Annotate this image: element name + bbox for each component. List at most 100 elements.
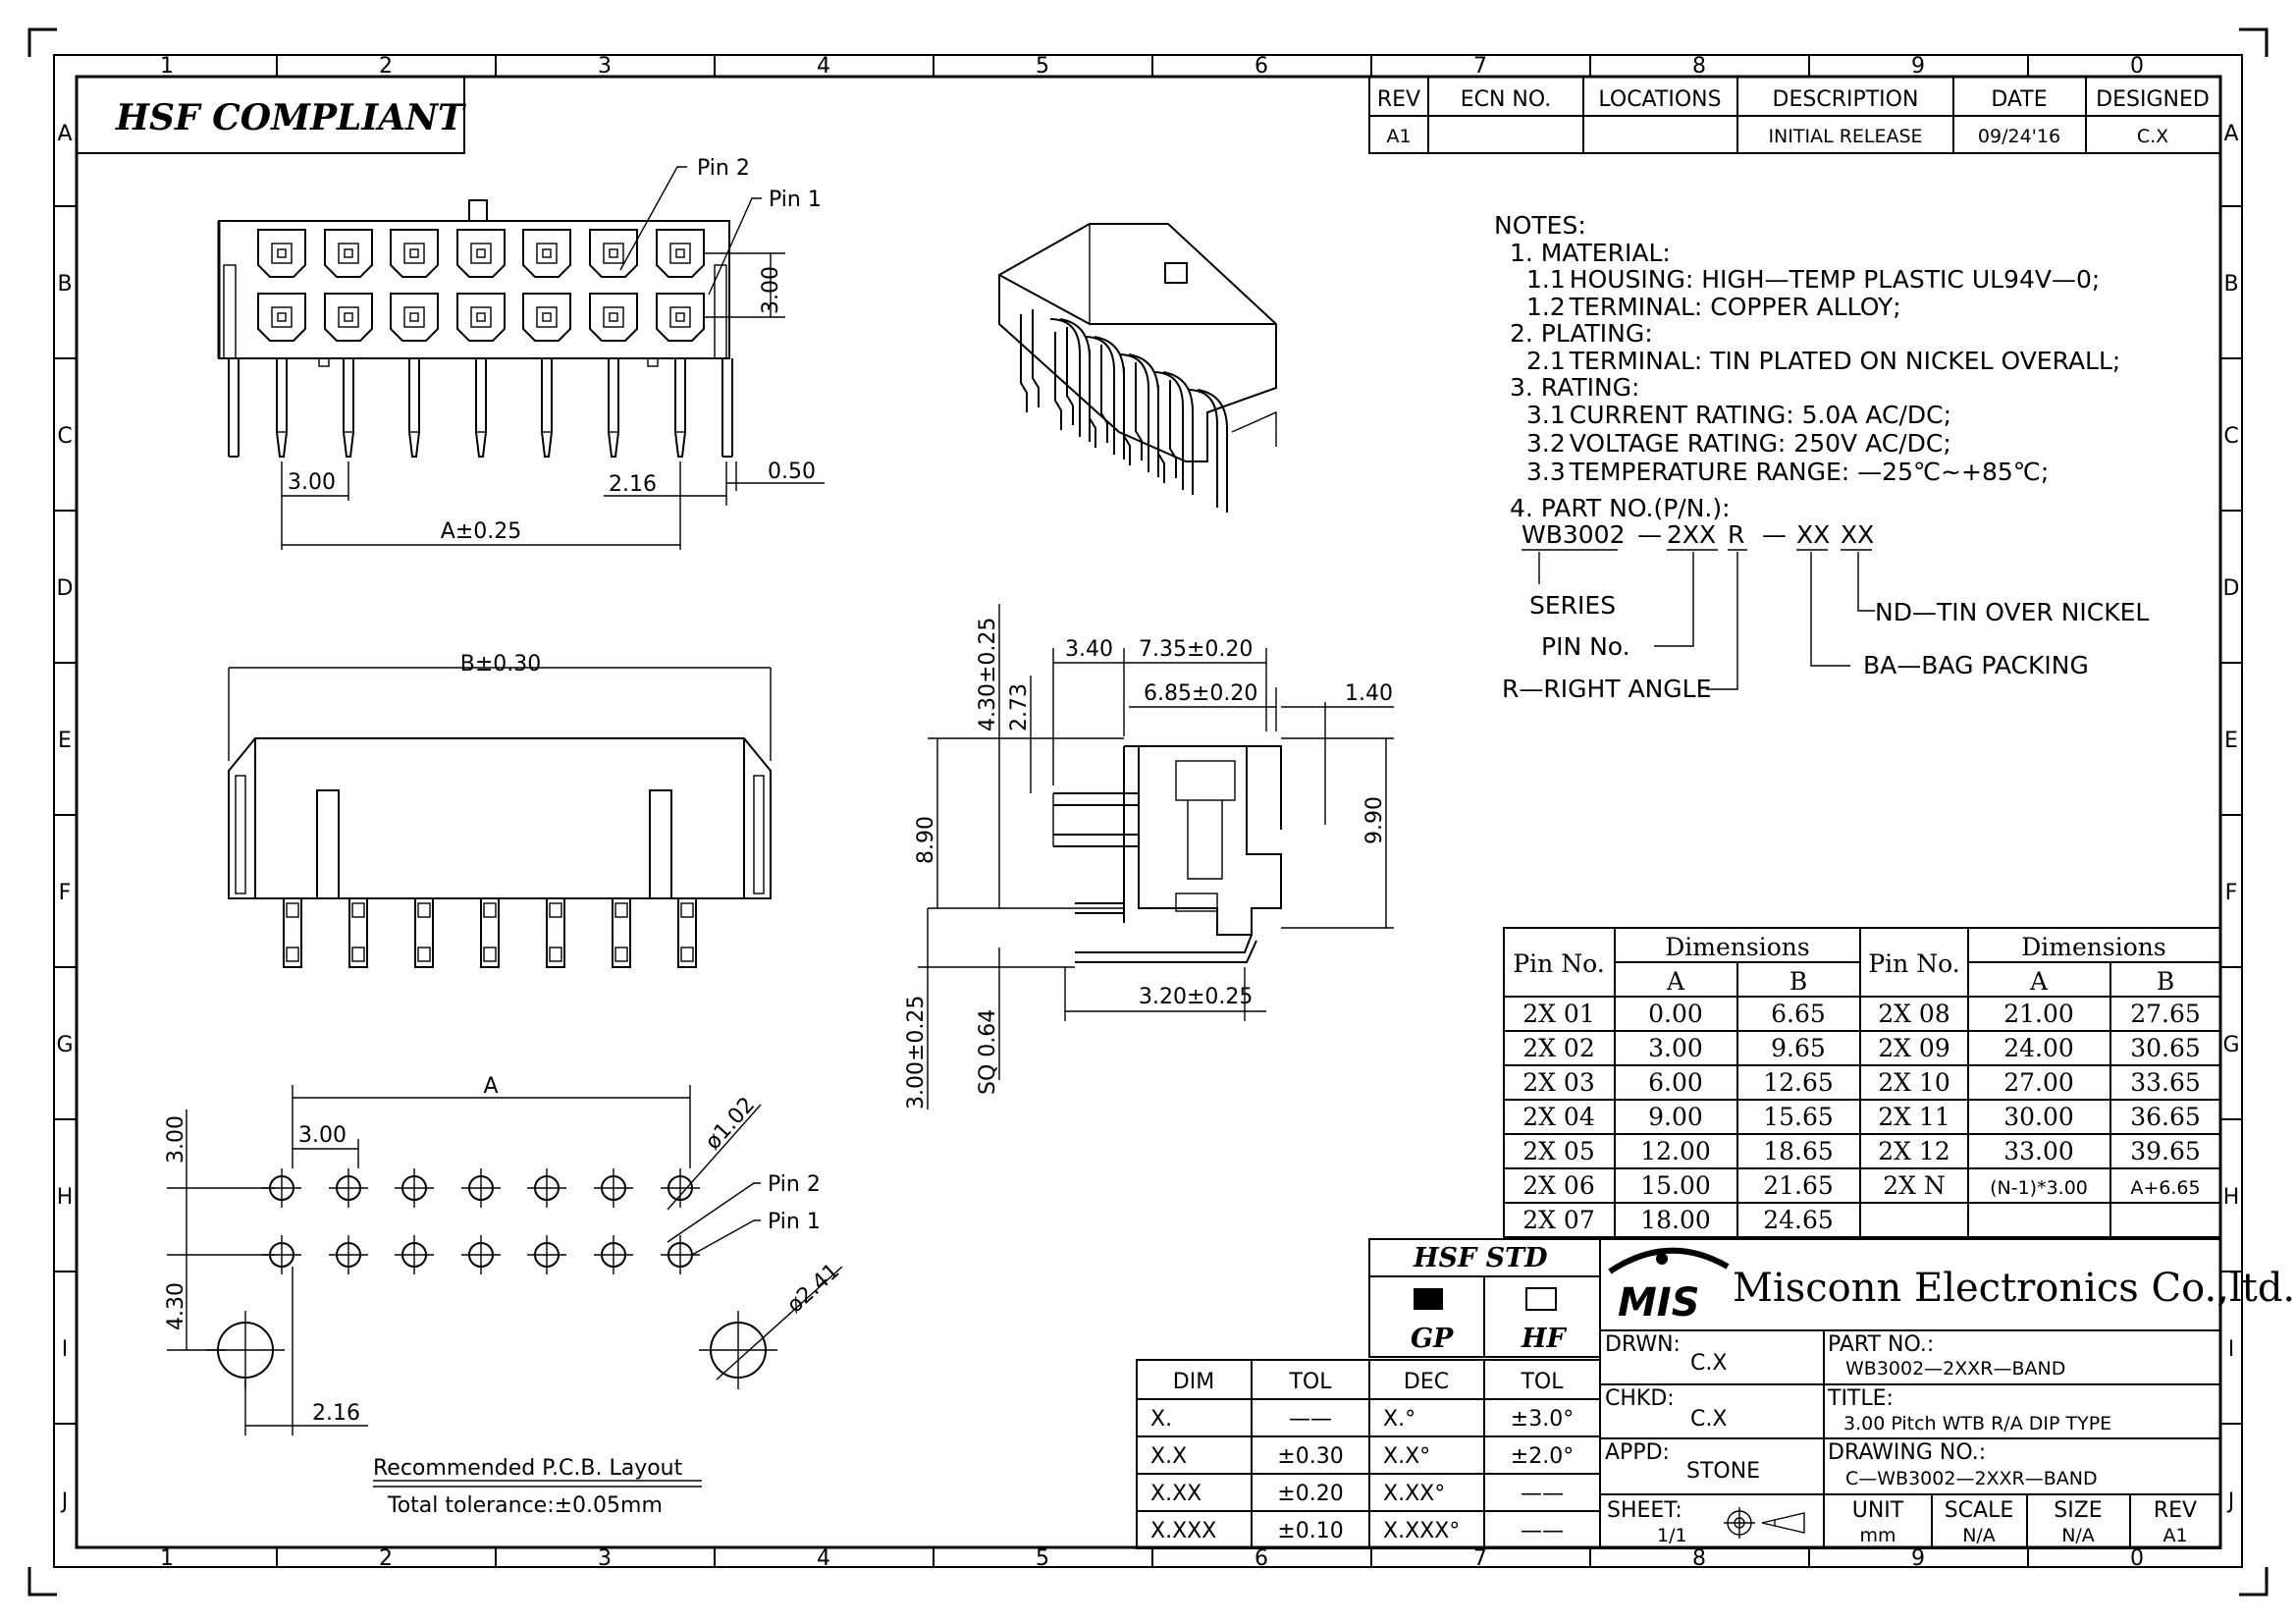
top-pin-tail [674,358,686,458]
top-pin-tail [276,358,288,458]
pcb-hole [527,1235,566,1274]
side-2-73-dim: 2.73 [1007,683,1032,731]
corner-marks [27,27,2269,1597]
zone-row-right: B [2223,272,2238,297]
side-3-40-dim: 3.40 [1065,637,1113,662]
zone-col-top: 8 [1692,54,1706,79]
pcb-hole [594,1235,633,1274]
note-line: 1. MATERIAL: [1510,239,1671,267]
top-cavity [257,229,306,278]
pcb-tolerance: Total tolerance:±0.05mm [387,1493,663,1518]
dim-row-a: 33.00 [2003,1137,2074,1165]
top-pin-tail [408,358,420,458]
gp-filled-square [1414,1288,1443,1310]
designed-header: DESIGNED [2096,87,2210,112]
dim-row-pin: 2X 12 [1878,1137,1949,1165]
top-cavity [589,293,638,342]
dim-row-b: 12.65 [1763,1068,1834,1097]
front-pin-tail [283,897,302,968]
dim-row-pin: 2X 03 [1522,1068,1594,1097]
dim-row-a: 3.00 [1648,1034,1703,1062]
pcb-hole [661,1235,700,1274]
pn-angle: R [1728,520,1744,549]
tol-cell: X.XXX [1150,1519,1216,1543]
tol-cell: ±3.0° [1511,1407,1574,1432]
tol-cell: —— [1521,1519,1564,1543]
zone-row-right: E [2224,729,2238,753]
top-standoff [647,357,659,367]
side-3-20-dim: 3.20±0.25 [1139,985,1253,1009]
pcb-hole [661,1168,700,1208]
dim-a-left: A [1666,967,1685,996]
hf-label: HF [1521,1324,1568,1354]
rev-label: REV [2154,1498,2197,1523]
dimension-table: Pin No. Dimensions A B Pin No. Dimension… [1503,927,2221,1238]
revision-table: REV ECN NO. LOCATIONS DESCRIPTION DATE D… [1368,76,2221,154]
designed-value: C.X [2137,126,2168,147]
top-pin-tails [276,357,686,458]
top-cavity [589,229,638,278]
tol-cell: —— [1521,1482,1564,1506]
dim-row-b: 15.65 [1763,1103,1834,1131]
top-cavity [390,293,439,342]
top-standoff [318,357,330,367]
pn-plate: XX [1841,520,1874,549]
dim-row-b: 30.65 [2130,1034,2201,1062]
dim-row-a: 27.00 [2003,1068,2074,1097]
tol-cell: ±0.20 [1277,1482,1343,1506]
side-4-30-dim: 4.30±0.25 [976,618,1000,731]
side-3-00-dim: 3.00±0.25 [904,996,929,1110]
sheet-label: SHEET: [1607,1498,1682,1523]
top-cavity [324,229,373,278]
dim-row-a: 21.00 [2003,1000,2074,1028]
gp-label: GP [1411,1324,1454,1354]
dim-row-a: 9.00 [1648,1103,1703,1131]
zone-row-left: E [58,729,72,753]
front-pin-tail [546,897,565,968]
zone-row-right: D [2223,576,2240,601]
side-view [1052,745,1282,963]
tol-header: TOL [1288,1370,1332,1394]
front-pin-tails [283,897,697,968]
top-cavity [522,293,571,342]
side-7-35-dim: 7.35±0.20 [1139,637,1253,662]
front-pin-tail [480,897,500,968]
top-cavity [522,229,571,278]
tol-cell: —— [1289,1407,1332,1432]
dim-row-pin: 2X 10 [1878,1068,1949,1097]
pcb-hole [461,1235,501,1274]
title-label: TITLE: [1827,1386,1894,1411]
appd-value: STONE [1686,1459,1760,1484]
part-number-breakdown: WB3002 — 2XX R — XX XX SERIES PIN No. R—… [1502,520,2149,703]
pcb-row-dim: 3.00 [164,1115,188,1164]
pn-angle-label: R—RIGHT ANGLE [1502,675,1711,703]
zone-col-top: 4 [817,54,830,79]
pcb-hole [527,1168,566,1208]
pn-pins-label: PIN No. [1541,632,1630,661]
locations-header: LOCATIONS [1598,87,1721,112]
zone-col-top: 2 [379,54,393,79]
iso-pin-tails [1020,309,1228,513]
company-logo: MIS [1618,1280,1700,1326]
tol-cell: X.° [1383,1407,1415,1432]
zone-row-left: C [57,424,72,449]
rev-header: REV [1377,87,1420,112]
top-cavity [656,293,705,342]
part-label: PART NO.: [1828,1332,1934,1357]
tol-cell: ±2.0° [1511,1444,1574,1469]
hsf-std-block: HSF STD GP HF [1368,1238,1601,1358]
dim-row-a: 6.00 [1648,1068,1703,1097]
dim-row-a: (N-1)*3.00 [1990,1177,2088,1199]
zone-row-right: C [2223,424,2238,449]
top-view-dimensions: Pin 2 Pin 1 3.00 3.00 2.16 0.50 A±0.25 [281,156,825,550]
note-line: 4. PART NO.(P/N.): [1510,494,1731,522]
zone-col-top: 7 [1473,54,1487,79]
rev-value: A1 [1386,126,1411,147]
iso-pin-tail [1123,362,1194,495]
tol-cell: X.XX [1150,1482,1201,1506]
